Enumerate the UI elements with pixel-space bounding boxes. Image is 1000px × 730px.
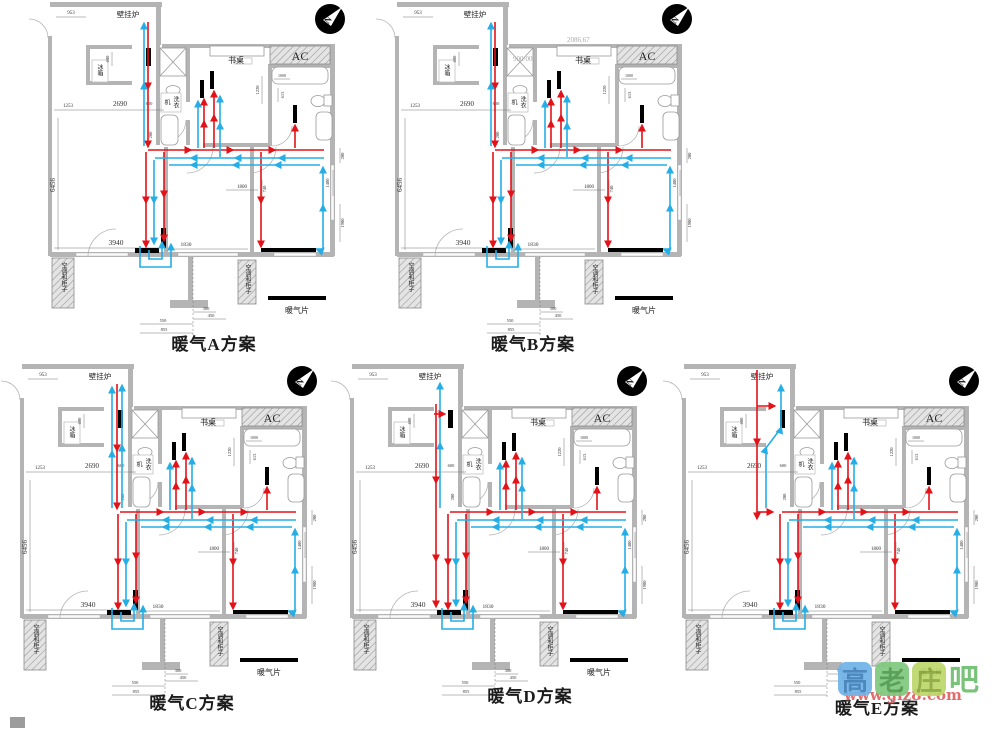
plan-c-floorplan: 暖气C方案 [0, 363, 318, 713]
plan-b-base [375, 1, 693, 336]
watermark-tile: 高 [838, 662, 872, 697]
watermark: 高 老 庄 吧 www.glz8.com [838, 662, 998, 728]
plan-e-base [662, 363, 980, 698]
plan-b-title: 暖气B方案 [491, 334, 575, 354]
watermark-tile: 庄 [912, 662, 946, 697]
plan-a-floorplan: 暖气A方案 [28, 1, 346, 354]
stray-gray-block [10, 717, 25, 728]
plan-e-floorplan: 暖气E方案 [662, 363, 980, 718]
watermark-tile: 老 [875, 662, 909, 697]
plan-e-title: 暖气E方案 [835, 698, 919, 718]
plan-a-title: 暖气A方案 [171, 334, 256, 354]
plan-b-floorplan: 2086.67 900/00 暖气B方案 [375, 1, 693, 354]
plan-a-riser [144, 22, 148, 146]
plan-d-floorplan: 暖气D方案 [330, 363, 648, 706]
plan-c-base [0, 363, 318, 698]
plan-d-base [330, 363, 648, 698]
plan-b-gray-note: 2086.67 [567, 36, 590, 44]
plan-c-riser [112, 384, 122, 508]
plan-d-title: 暖气D方案 [487, 686, 572, 706]
plan-c-title: 暖气C方案 [149, 693, 234, 713]
plan-d-riser [434, 384, 444, 606]
plan-b-gray-note: 900/00 [513, 55, 533, 63]
plan-a-base [28, 1, 346, 336]
watermark-suffix: 吧 [949, 663, 979, 698]
plan-b-riser [491, 22, 495, 146]
